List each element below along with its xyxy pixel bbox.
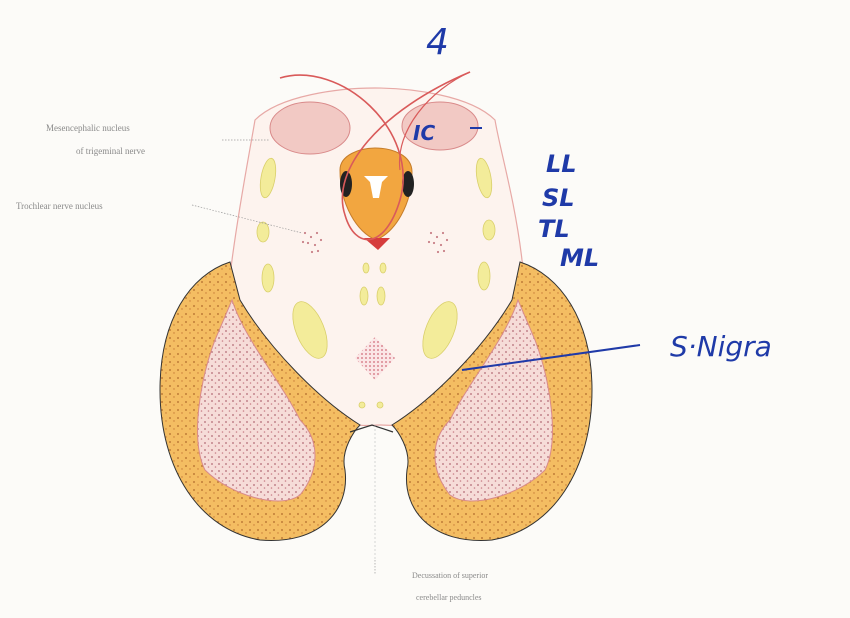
label-mesencephalic-1: Mesencephalic nucleus xyxy=(46,123,130,133)
handwritten-ll: LL xyxy=(546,150,577,178)
label-trochlear: Trochlear nerve nucleus xyxy=(16,201,103,211)
handwritten-s-nigra: S·Nigra xyxy=(670,330,772,363)
label-decussation-2: cerebellar peduncles xyxy=(416,593,482,602)
handwritten-level-number: 4 xyxy=(426,22,449,63)
label-mesencephalic-2: of trigeminal nerve xyxy=(76,146,145,156)
interpeduncular-outline xyxy=(350,425,393,560)
handwritten-ml: ML xyxy=(560,244,599,272)
handwritten-sl: SL xyxy=(542,184,575,212)
handwritten-tl: TL xyxy=(538,215,570,243)
handwritten-ic: IC xyxy=(413,121,435,145)
left-inferior-colliculus xyxy=(270,102,350,154)
label-decussation-1: Decussation of superior xyxy=(412,571,488,580)
